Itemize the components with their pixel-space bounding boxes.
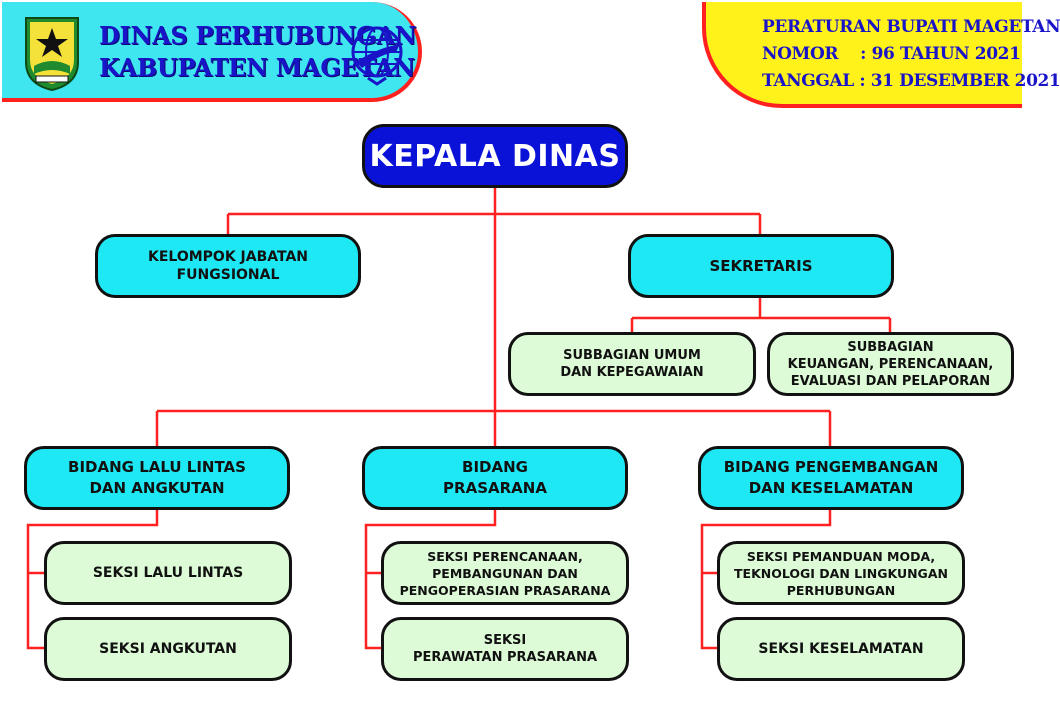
agency-title: DINAS PERHUBUNGAN KABUPATEN MAGETAN <box>99 20 417 84</box>
node-seksi-pemanduan: SEKSI PEMANDUAN MODA, TEKNOLOGI DAN LING… <box>717 541 965 605</box>
node-seksi-angkutan: SEKSI ANGKUTAN <box>44 617 292 681</box>
node-bidang-lalu-lintas: BIDANG LALU LINTAS DAN ANGKUTAN <box>24 446 290 510</box>
node-kepala-dinas: KEPALA DINAS <box>362 124 628 188</box>
agency-title-line2: KABUPATEN MAGETAN <box>99 53 415 82</box>
node-seksi-perawatan: SEKSI PERAWATAN PRASARANA <box>381 617 629 681</box>
agency-title-line1: DINAS PERHUBUNGAN <box>99 21 417 50</box>
regulation-banner: PERATURAN BUPATI MAGETAN NOMOR : 96 TAHUN… <box>702 2 1060 108</box>
regulation-text: PERATURAN BUPATI MAGETAN NOMOR : 96 TAHUN… <box>762 14 1060 95</box>
globe-emblem-icon <box>351 26 403 86</box>
org-chart-page: DINAS PERHUBUNGAN KABUPATEN MAGETAN PERA… <box>2 2 1060 681</box>
regulation-line1: PERATURAN BUPATI MAGETAN <box>762 17 1060 37</box>
node-sekretaris: SEKRETARIS <box>628 234 894 298</box>
node-subbagian-umum: SUBBAGIAN UMUM DAN KEPEGAWAIAN <box>508 332 756 396</box>
node-subbagian-keuangan: SUBBAGIAN KEUANGAN, PERENCANAAN, EVALUAS… <box>767 332 1014 396</box>
regulation-line3: TANGGAL : 31 DESEMBER 2021 <box>762 71 1060 91</box>
node-bidang-pengembangan: BIDANG PENGEMBANGAN DAN KESELAMATAN <box>698 446 964 510</box>
agency-title-banner: DINAS PERHUBUNGAN KABUPATEN MAGETAN <box>2 2 422 102</box>
node-seksi-keselamatan: SEKSI KESELAMATAN <box>717 617 965 681</box>
connector-lines <box>26 186 892 650</box>
node-seksi-lalu-lintas: SEKSI LALU LINTAS <box>44 541 292 605</box>
node-seksi-perencanaan: SEKSI PERENCANAAN, PEMBANGUNAN DAN PENGO… <box>381 541 629 605</box>
regency-emblem-icon <box>25 17 79 92</box>
node-bidang-prasarana: BIDANG PRASARANA <box>362 446 628 510</box>
regulation-line2: NOMOR : 96 TAHUN 2021 <box>762 44 1021 64</box>
node-kelompok-jabatan-fungsional: KELOMPOK JABATAN FUNGSIONAL <box>95 234 361 298</box>
